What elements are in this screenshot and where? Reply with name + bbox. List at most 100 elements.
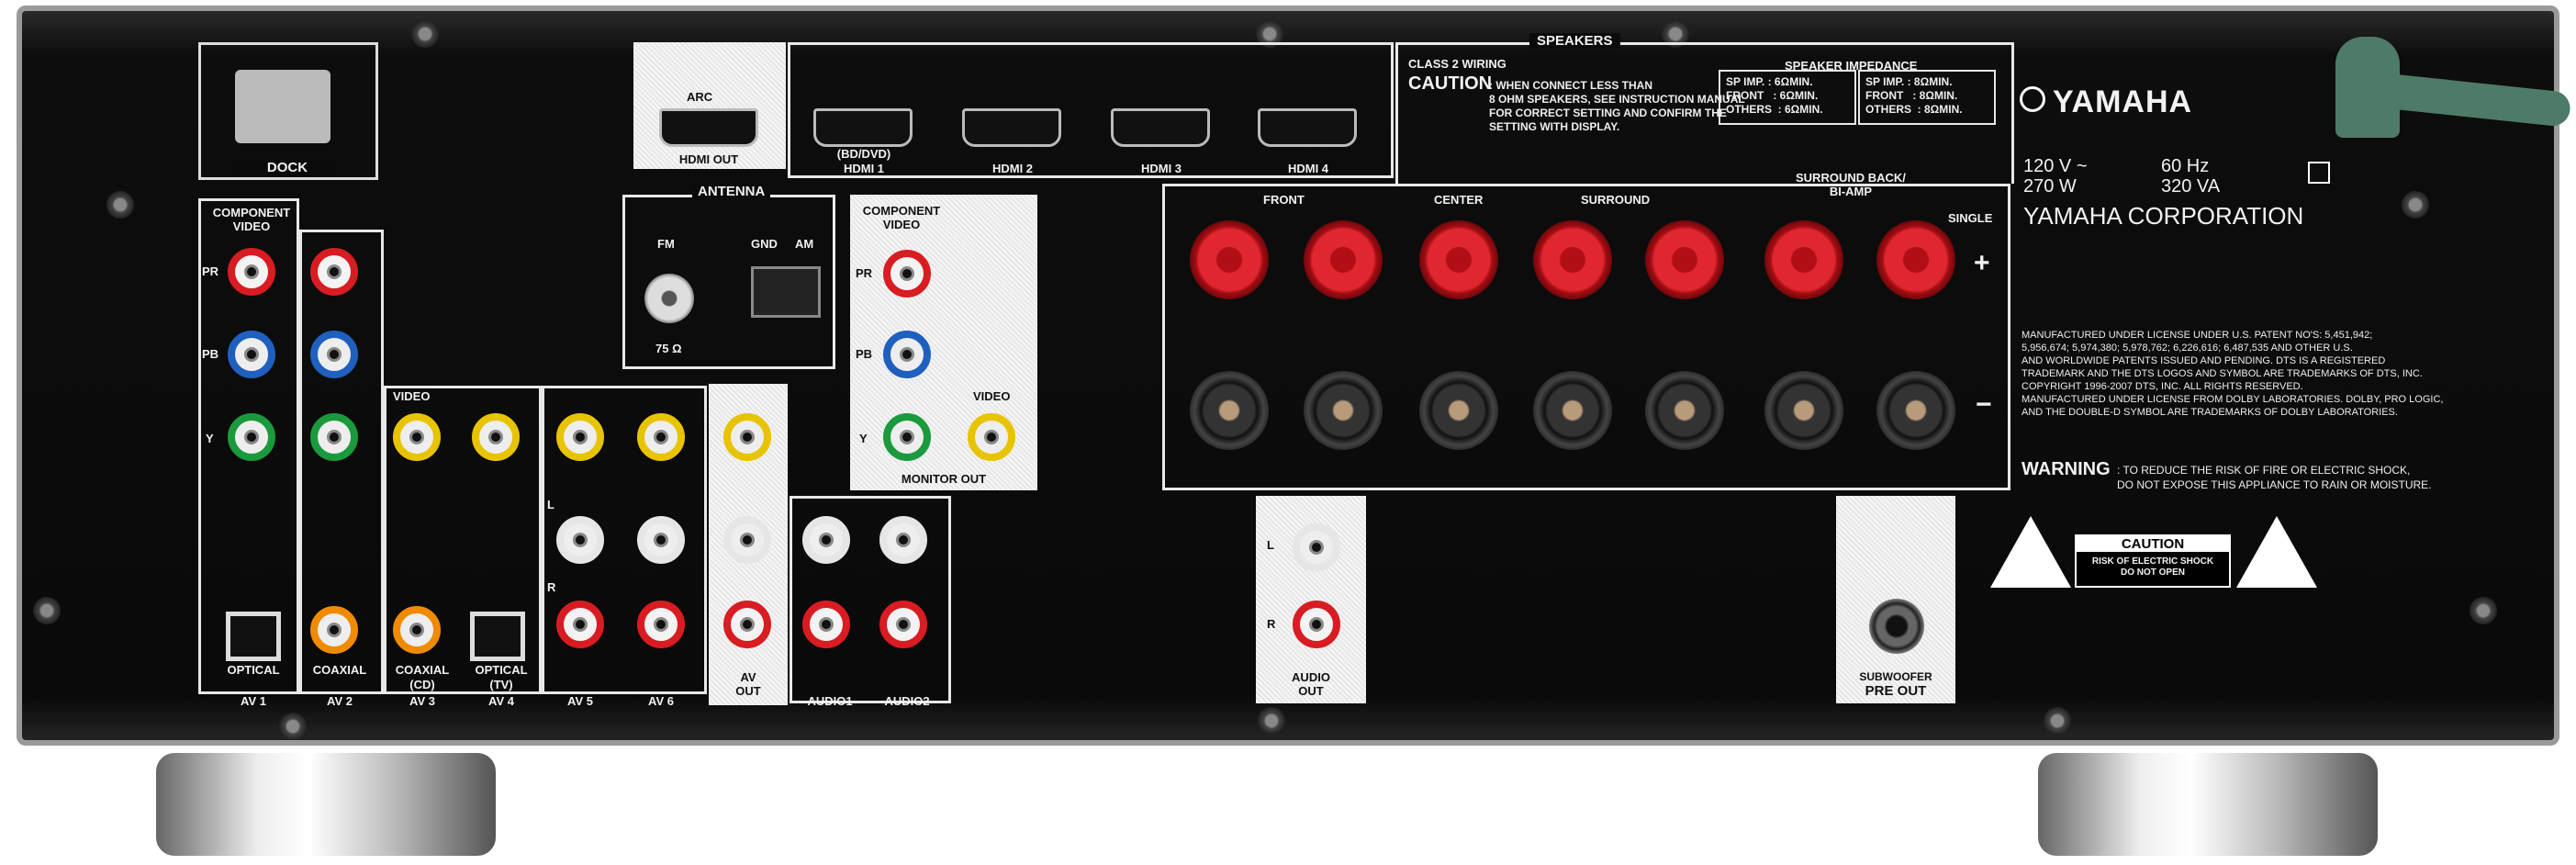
warning-text: : TO REDUCE THE RISK OF FIRE OR ELECTRIC… [2117,464,2432,491]
center-plus-terminal[interactable] [1419,220,1498,299]
surround-back-right-plus-terminal[interactable] [1764,220,1843,299]
hdmi-arc-label: ARC [687,90,713,104]
wattage-label: 270 W [2023,176,2077,197]
hdmi-out-port[interactable] [659,108,758,147]
av-out-left-jack[interactable] [723,516,771,564]
surround-left-minus-terminal[interactable] [1645,371,1724,450]
monitor-out-label: MONITOR OUT [901,472,987,486]
av-out-video-jack[interactable] [723,413,771,461]
corporation-label: YAMAHA CORPORATION [2023,202,2304,230]
hdmi-2-port[interactable] [962,108,1061,147]
av3-coaxial-label: COAXIAL [395,663,450,677]
screw-icon [279,713,307,740]
surround-left-plus-terminal[interactable] [1645,220,1724,299]
hdmi-1-port[interactable] [813,108,913,147]
screw-icon [411,20,439,48]
hdmi-2-label: HDMI 2 [991,162,1034,175]
video-label: VIDEO [393,389,431,403]
av2-pb-jack[interactable] [310,331,358,378]
impedance-6ohm-text: SP IMP. : 6ΩMIN. FRONT : 6ΩMIN. OTHERS :… [1726,75,1823,116]
av3-video-jack[interactable] [393,413,441,461]
pb-label: PB [202,347,219,361]
electric-shock-warning-icon [1990,516,2071,588]
audio-out-right-jack[interactable] [1293,601,1340,648]
am-antenna-terminal[interactable] [751,266,821,318]
center-minus-terminal[interactable] [1419,371,1498,450]
av1-y-jack[interactable] [228,413,275,461]
surround-right-plus-terminal[interactable] [1533,220,1612,299]
av4-optical-port[interactable] [470,612,525,661]
front-right-plus-terminal[interactable] [1190,220,1269,299]
av4-video-jack[interactable] [472,413,520,461]
av1-section [198,198,299,694]
hdmi-4-port[interactable] [1258,108,1357,147]
front-left-minus-terminal[interactable] [1304,371,1383,450]
audio1-left-jack[interactable] [802,516,850,564]
monitor-pb-jack[interactable] [883,331,931,378]
screw-icon [2470,597,2497,624]
av3-label: AV 3 [409,694,435,708]
hdmi-inputs-section [788,42,1394,178]
front-label: FRONT [1263,193,1305,207]
av-out-label: AV OUT [735,670,761,698]
cd-label: (CD) [409,678,435,691]
speakers-terminal-section [1162,184,2010,490]
screw-icon [2044,707,2071,735]
av-out-right-jack[interactable] [723,601,771,648]
speakers-title: SPEAKERS [1529,33,1620,49]
surround-right-minus-terminal[interactable] [1533,371,1612,450]
av3-coaxial-jack[interactable] [393,606,441,654]
component-video-label: COMPONENT VIDEO [212,206,291,233]
monitor-y-jack[interactable] [883,413,931,461]
av2-label: AV 2 [327,694,353,708]
pr-label: PR [202,264,219,278]
tv-label: (TV) [489,678,513,691]
av1-label: AV 1 [241,694,266,708]
av5-video-jack[interactable] [556,413,604,461]
warning-title: WARNING [2022,459,2111,479]
patent-text: MANUFACTURED UNDER LICENSE UNDER U.S. PA… [2022,330,2444,418]
av4-label: AV 4 [488,694,514,708]
hdmi-out-label: HDMI OUT [678,152,739,166]
av6-audio-right-jack[interactable] [637,601,685,648]
av1-pr-jack[interactable] [228,248,275,296]
dock-label: DOCK [237,160,338,175]
surround-back-left-minus-terminal[interactable] [1876,371,1955,450]
av2-coaxial-jack[interactable] [310,606,358,654]
audio1-audio2-section [790,496,951,703]
frequency-label: 60 Hz [2161,156,2210,176]
front-right-minus-terminal[interactable] [1190,371,1269,450]
hdmi-out-panel [633,42,786,169]
subwoofer-pre-out-jack[interactable] [1869,599,1924,654]
fm-antenna-jack[interactable] [644,274,694,323]
audio-out-left-jack[interactable] [1293,523,1340,571]
monitor-pr-jack[interactable] [883,250,931,298]
audio2-right-jack[interactable] [879,601,927,648]
center-label: CENTER [1434,193,1484,207]
monitor-video-jack[interactable] [968,413,1015,461]
av2-pr-jack[interactable] [310,248,358,296]
av5-audio-right-jack[interactable] [556,601,604,648]
av5-av6-section [542,386,707,694]
fm-label: FM [657,237,675,251]
av6-audio-left-jack[interactable] [637,516,685,564]
front-left-plus-terminal[interactable] [1304,220,1383,299]
av1-optical-port[interactable] [226,612,281,661]
audio2-left-jack[interactable] [879,516,927,564]
dock-connector[interactable] [235,70,330,143]
hdmi-4-label: HDMI 4 [1287,162,1329,175]
surround-back-right-minus-terminal[interactable] [1764,371,1843,450]
av4-optical-label: OPTICAL [475,663,528,677]
screw-icon [1258,707,1285,735]
audio1-right-jack[interactable] [802,601,850,648]
av6-video-jack[interactable] [637,413,685,461]
av2-y-jack[interactable] [310,413,358,461]
av5-audio-left-jack[interactable] [556,516,604,564]
hdmi-3-port[interactable] [1111,108,1210,147]
surround-label: SURROUND [1581,193,1651,207]
surround-back-label: SURROUND BACK/ BI-AMP [1796,171,1906,198]
caution-label-text: RISK OF ELECTRIC SHOCK DO NOT OPEN [2091,556,2214,578]
av1-pb-jack[interactable] [228,331,275,378]
am-label: AM [795,237,814,251]
surround-back-left-plus-terminal[interactable] [1876,220,1955,299]
